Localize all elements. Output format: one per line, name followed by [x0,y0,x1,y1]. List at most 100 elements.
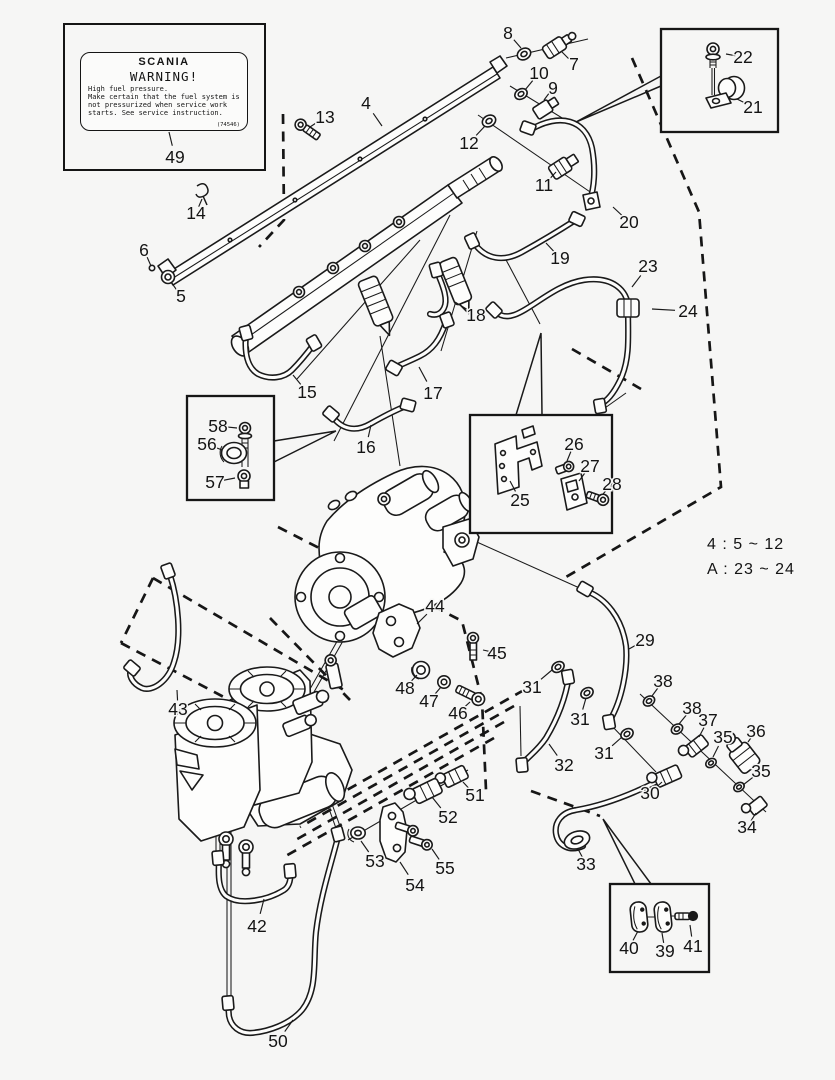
callout-leader-5 [170,281,177,291]
hand-primer [258,771,346,829]
callout-35: 35 [751,761,770,781]
filter-breather [324,654,343,690]
callout-30: 30 [640,783,660,803]
callout-50: 50 [268,1031,288,1051]
injector-unit [439,256,473,315]
fuel-manifold [230,156,503,357]
callout-leader-55 [431,848,440,860]
clip-14 [195,183,209,206]
top-fittings [148,31,580,285]
callout-31: 31 [570,709,589,729]
callout-leader-44 [416,613,428,625]
callout-21: 21 [743,97,762,117]
low-pressure-pipes [123,562,469,1037]
callout-38: 38 [682,698,701,718]
legend-note-rail: 4 : 5 ~ 12 [707,536,785,553]
callout-38: 38 [653,671,672,691]
callout-23: 23 [638,256,657,276]
screw-41 [647,910,699,922]
fitting-9 [532,96,560,120]
callout-16: 16 [356,437,375,457]
washer-31 [580,686,594,700]
callout-26: 26 [564,434,583,454]
bushing-48 [411,660,431,680]
callout-leader-58 [226,426,238,429]
callout-leader-16 [367,424,372,438]
callout-24: 24 [678,301,698,321]
callout-58: 58 [208,416,227,436]
callout-leader-56 [213,446,223,451]
bolt-13 [294,118,321,141]
clamp-half-39 [653,901,673,933]
callout-11: 11 [535,175,553,195]
fitting-37 [677,734,709,758]
callout-leader-31 [582,697,587,710]
callout-leader-36 [747,735,753,743]
callout-14: 14 [186,203,206,223]
clamp-collar-24 [616,298,640,318]
bolt-55 [408,835,433,851]
callout-leader-38 [651,687,659,697]
ball-6 [148,264,156,272]
callout-leader-31 [611,736,623,747]
callout-51: 51 [465,785,484,805]
callout-43: 43 [168,699,187,719]
callout-leader-15 [292,374,302,385]
callout-leader-35 [742,776,754,786]
callout-22: 22 [733,47,752,67]
filter-port [282,713,317,738]
callout-leader-34 [750,812,757,822]
washer-38 [642,695,656,707]
callout-leader-9 [543,93,550,101]
callout-numbers: 4567891011121314151617181920212223242526… [138,22,773,1053]
callout-leader-25 [509,480,517,492]
filter-port [292,689,330,716]
return-line-parts [515,580,768,852]
callout-6: 6 [139,240,149,260]
callout-leader-39 [661,932,665,943]
washer-35 [705,757,717,769]
callout-leader-31 [540,669,553,680]
callout-leader-26 [566,451,572,462]
callout-leader-22 [725,53,736,57]
plug-34 [740,795,768,816]
callout-leader-37 [698,727,705,738]
callout-37: 37 [698,710,717,730]
drain-bolt [238,839,254,877]
callout-leader-20 [612,206,623,216]
warning-decal-panel: SCANIA WARNING! High fuel pressure. Make… [63,23,266,171]
washer-47 [436,674,451,689]
callout-leader-57 [223,477,236,481]
callout-leader-47 [433,686,442,696]
callout-leader-7 [561,51,570,60]
inset-box-clamp-21-22 [575,27,780,134]
callout-27: 27 [580,456,599,476]
callout-49: 49 [165,147,184,167]
callout-8: 8 [503,23,513,43]
injector-unit [357,275,394,337]
callout-48: 48 [395,678,414,698]
callout-42: 42 [247,916,266,936]
callout-leader-54 [399,861,409,875]
callout-45: 45 [487,643,506,663]
inset-box-clamp-39-41 [602,818,711,974]
callout-47: 47 [419,691,438,711]
spacer-57 [237,469,251,489]
callout-4: 4 [361,93,371,113]
sensor-7 [541,31,577,60]
callout-leader-50 [284,1019,294,1032]
callout-leader-38 [678,714,687,725]
washer-31 [620,727,634,741]
callout-leader-10 [524,80,534,91]
callout-46: 46 [448,703,467,723]
callout-leader-42 [259,898,265,914]
scania-logo: SCANIA [138,56,190,68]
callout-leader-19 [545,242,555,252]
callout-leader-17 [418,366,428,382]
callout-leader-35 [712,745,720,758]
manifold-port-nuts [292,215,406,299]
callout-53: 53 [365,851,384,871]
clamp-21 [705,75,746,109]
